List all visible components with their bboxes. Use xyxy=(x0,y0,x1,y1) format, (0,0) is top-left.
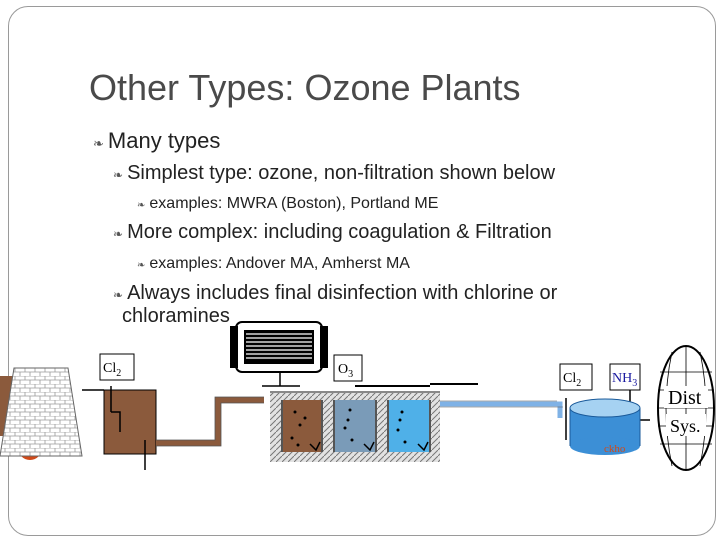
bullet-text: examples: MWRA (Boston), Portland ME xyxy=(149,195,439,212)
bullet-examples-2: ❧examples: Andover MA, Amherst MA xyxy=(137,255,410,273)
distribution-system-globe xyxy=(657,345,715,471)
cl2-right-label: Cl2 xyxy=(563,371,581,389)
ozone-contactor xyxy=(270,391,440,462)
nh3-label: NH3 xyxy=(612,371,637,389)
ozone-generator xyxy=(230,321,328,387)
cl2-feed-pipe xyxy=(110,386,121,432)
bullet-text: examples: Andover MA, Amherst MA xyxy=(149,255,410,272)
leaf-bullet-icon: ❧ xyxy=(113,168,124,182)
leaf-bullet-icon: ❧ xyxy=(113,227,124,241)
leaf-bullet-icon: ❧ xyxy=(93,137,104,152)
bullet-simplest-type: ❧Simplest type: ozone, non-filtration sh… xyxy=(113,162,555,185)
slide-title: Other Types: Ozone Plants xyxy=(89,67,521,108)
brown-pipe xyxy=(156,397,264,446)
bullet-always-includes: ❧Always includes final disinfection with… xyxy=(113,282,557,305)
intake-tower xyxy=(0,367,83,457)
leaf-bullet-icon: ❧ xyxy=(137,260,146,271)
cl2-left-label: Cl2 xyxy=(103,361,121,379)
cut-label: ckho xyxy=(604,443,626,455)
contact-stage-3 xyxy=(388,400,430,452)
bullet-more-complex: ❧More complex: including coagulation & F… xyxy=(113,221,552,244)
leaf-bullet-icon: ❧ xyxy=(113,288,124,302)
dist-label: Dist xyxy=(668,387,702,409)
nh3-box xyxy=(609,363,641,391)
bullet-text: More complex: including coagulation & Fi… xyxy=(127,221,552,243)
storage-tank xyxy=(569,398,641,455)
bullet-wrap-text: chloramines xyxy=(122,305,230,327)
contact-stage-2 xyxy=(334,400,376,452)
cl2-right-box xyxy=(559,363,593,391)
blue-pipe xyxy=(440,401,563,418)
bullet-text: Many types xyxy=(107,128,221,153)
bullet-examples-1: ❧examples: MWRA (Boston), Portland ME xyxy=(137,195,438,213)
sys-label: Sys. xyxy=(670,416,701,436)
bullet-text: Always includes final disinfection with … xyxy=(127,282,558,304)
reservoir-tank xyxy=(103,389,157,455)
o3-box xyxy=(333,354,363,382)
cl2-left-box xyxy=(99,353,135,381)
o3-label: O3 xyxy=(338,362,353,380)
leaf-bullet-icon: ❧ xyxy=(137,200,146,211)
contact-stage-1 xyxy=(282,400,322,452)
bullet-many-types: ❧Many types xyxy=(93,128,220,154)
bullet-text: Simplest type: ozone, non-filtration sho… xyxy=(127,162,556,184)
